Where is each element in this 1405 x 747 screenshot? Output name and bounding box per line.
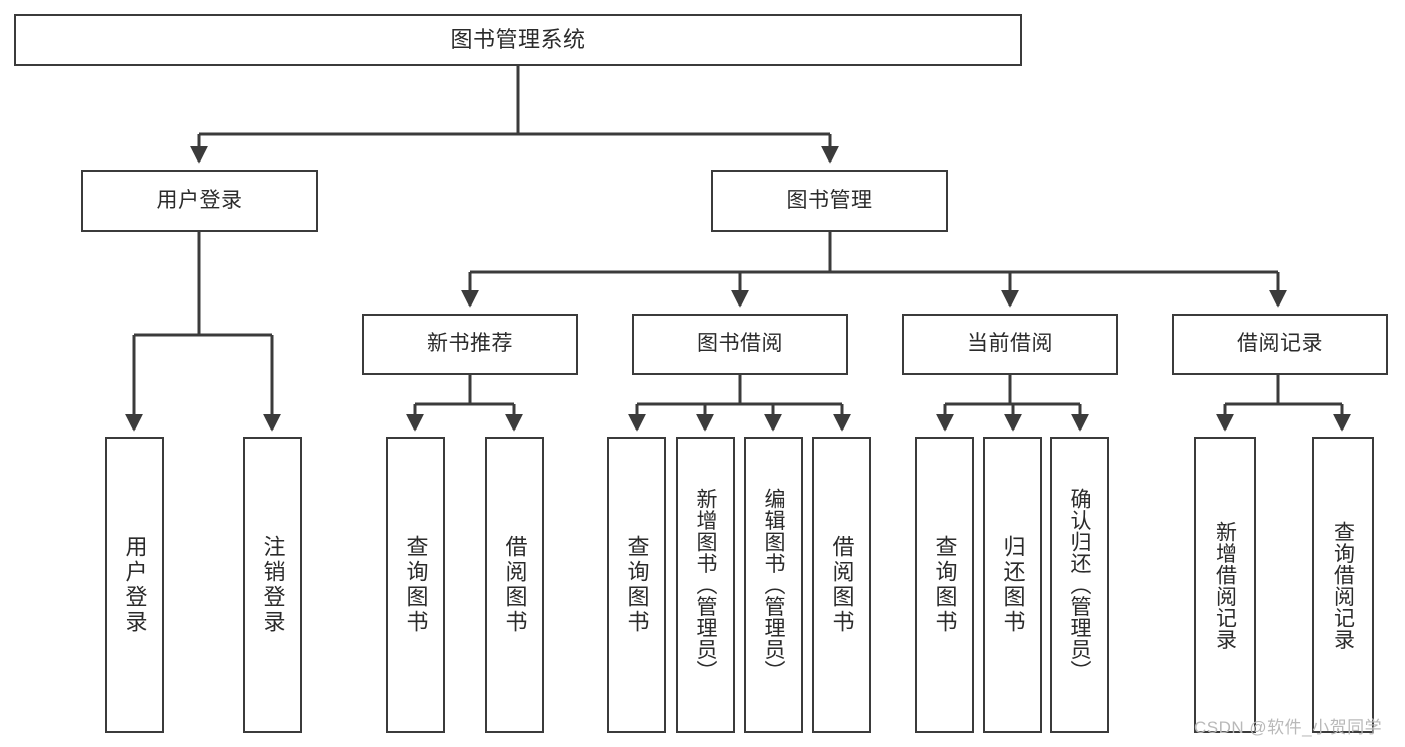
leaf-query-record[interactable]: 查询借阅记录 (1312, 437, 1374, 733)
leaf-add-book[interactable]: 新增图书（管理员） (676, 437, 735, 733)
leaf-borrow-book-2-label: 借阅图书 (829, 535, 855, 635)
node-user-login[interactable]: 用户登录 (81, 170, 318, 232)
leaf-return-book-label: 归还图书 (1000, 535, 1026, 635)
leaf-add-book-label: 新增图书（管理员） (694, 488, 717, 682)
node-root[interactable]: 图书管理系统 (14, 14, 1022, 66)
leaf-query-book-1[interactable]: 查询图书 (386, 437, 445, 733)
leaf-query-book-3-label: 查询图书 (932, 535, 958, 635)
leaf-query-book-3[interactable]: 查询图书 (915, 437, 974, 733)
node-book-borrow[interactable]: 图书借阅 (632, 314, 848, 375)
node-borrow-record[interactable]: 借阅记录 (1172, 314, 1388, 375)
leaf-query-record-label: 查询借阅记录 (1331, 520, 1355, 650)
node-user-login-label: 用户登录 (156, 188, 243, 212)
node-current-borrow-label: 当前借阅 (967, 332, 1053, 356)
leaf-add-record-label: 新增借阅记录 (1213, 520, 1237, 650)
leaf-confirm-return[interactable]: 确认归还（管理员） (1050, 437, 1109, 733)
leaf-borrow-book-1-label: 借阅图书 (502, 535, 528, 635)
leaf-query-book-1-label: 查询图书 (403, 535, 429, 635)
leaf-query-book-2[interactable]: 查询图书 (607, 437, 666, 733)
leaf-edit-book-label: 编辑图书（管理员） (762, 488, 785, 682)
leaf-edit-book[interactable]: 编辑图书（管理员） (744, 437, 803, 733)
csdn-watermark: CSDN @软件_小贺同学 (1194, 718, 1383, 737)
leaf-user-login[interactable]: 用户登录 (105, 437, 164, 733)
node-root-label: 图书管理系统 (450, 27, 586, 53)
node-new-book-recommend-label: 新书推荐 (427, 332, 513, 356)
node-book-borrow-label: 图书借阅 (697, 332, 783, 356)
node-book-management[interactable]: 图书管理 (711, 170, 948, 232)
node-current-borrow[interactable]: 当前借阅 (902, 314, 1118, 375)
leaf-user-login-label: 用户登录 (122, 535, 148, 635)
leaf-confirm-return-label: 确认归还（管理员） (1068, 488, 1091, 682)
node-book-management-label: 图书管理 (786, 188, 873, 212)
leaf-borrow-book-1[interactable]: 借阅图书 (485, 437, 544, 733)
node-borrow-record-label: 借阅记录 (1237, 332, 1323, 356)
node-new-book-recommend[interactable]: 新书推荐 (362, 314, 578, 375)
leaf-logout-login-label: 注销登录 (260, 535, 286, 635)
leaf-query-book-2-label: 查询图书 (624, 535, 650, 635)
leaf-borrow-book-2[interactable]: 借阅图书 (812, 437, 871, 733)
leaf-logout-login[interactable]: 注销登录 (243, 437, 302, 733)
leaf-add-record[interactable]: 新增借阅记录 (1194, 437, 1256, 733)
leaf-return-book[interactable]: 归还图书 (983, 437, 1042, 733)
